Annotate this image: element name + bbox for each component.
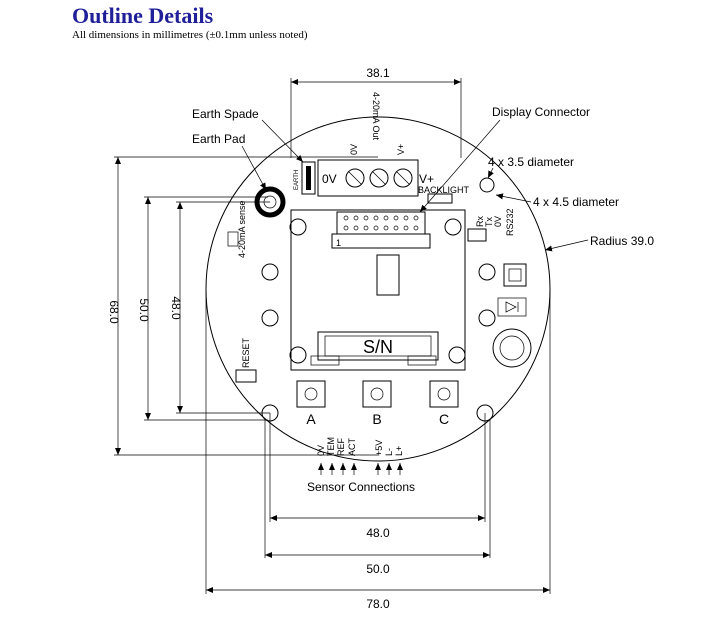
mounting-hole-lr (478, 309, 496, 327)
sn-label-bar: S/N (310, 331, 439, 366)
rs232-pin-0v: 0V (493, 216, 503, 227)
backlight-connector (427, 193, 453, 204)
button-b-label: B (372, 411, 381, 427)
dimension-label-68: 68.0 (107, 300, 121, 324)
earth-spade: EARTH (294, 161, 316, 195)
connector-pin1-label: 1 (336, 238, 341, 248)
sense-connector (227, 231, 239, 247)
sn-label: S/N (363, 337, 393, 357)
mounting-hole-tr (444, 218, 462, 236)
dimension-50-vertical: 50.0 (137, 196, 268, 421)
rs232-pin-tx: Tx (484, 217, 494, 227)
dimension-label-78: 78.0 (366, 597, 390, 611)
reset-label: RESET (241, 337, 251, 368)
dimension-78: 78.0 (205, 289, 551, 611)
dimension-50-horizontal: 50.0 (264, 420, 491, 576)
terminal-0v-label: 0V (322, 172, 337, 186)
terminal-screw-3 (393, 168, 413, 188)
dimension-48-horizontal: 48.0 (269, 413, 486, 540)
callout-radius: Radius 39.0 (590, 234, 654, 248)
mounting-hole-tl (289, 218, 307, 236)
backlight-label: BACKLIGHT (418, 185, 470, 195)
button-a-footprint: A (296, 380, 326, 427)
output-label: 4-20mA Out (371, 92, 381, 141)
terminal-vplus-top: V+ (396, 144, 406, 155)
rs232-pin-rx: Rx (475, 216, 485, 227)
reset-button (235, 369, 257, 383)
sensor-pin-lplus: L+ (394, 446, 404, 456)
callout-hole-35: 4 x 3.5 diameter (488, 155, 574, 169)
sensor-pin-tem: TEM (326, 437, 336, 456)
button-a-label: A (306, 411, 316, 427)
dimension-68: 68.0 (107, 156, 378, 456)
mounting-hole-mr (478, 263, 496, 281)
dimension-label-top: 38.1 (366, 66, 390, 80)
corner-hole-top-right (479, 177, 495, 193)
earth-label: EARTH (294, 170, 300, 190)
terminal-0v-top: 0V (349, 144, 359, 155)
dimension-label-48v: 48.0 (169, 296, 183, 320)
sensor-pin-ref: REF (336, 437, 346, 456)
rs232-label: RS232 (505, 208, 515, 236)
sensor-pin-0v: 0V (316, 445, 326, 456)
mounting-hole-bl (289, 346, 307, 364)
terminal-screw-1 (345, 168, 365, 188)
sensor-pin-5v: +5V (374, 440, 384, 456)
crystal-component (503, 263, 527, 287)
ic-chip (376, 254, 400, 296)
buzzer (492, 328, 532, 368)
page-subtitle: All dimensions in millimetres (±0.1mm un… (72, 29, 308, 41)
mounting-hole-br (448, 346, 466, 364)
display-connector: 1 (331, 211, 431, 249)
mounting-hole-ml (261, 263, 279, 281)
sensor-pin-lminus: L- (384, 448, 394, 456)
callout-hole-45: 4 x 4.5 diameter (533, 195, 619, 209)
terminal-block: 4-20mA Out 0V V+ 0V V+ (317, 92, 434, 197)
callout-earth-spade: Earth Spade (192, 107, 259, 121)
button-c-footprint: C (429, 380, 459, 427)
sensor-arrows (318, 463, 403, 475)
terminal-screw-2 (369, 168, 389, 188)
sense-label: 4-20mA sense (237, 200, 247, 258)
sensor-pin-act: ACT (347, 437, 357, 456)
dimension-48-vertical: 48.0 (169, 201, 270, 414)
sensor-connections-label: Sensor Connections (307, 480, 415, 494)
callout-earth-pad: Earth Pad (192, 132, 245, 146)
diode-symbol (497, 297, 527, 317)
button-b-footprint: B (362, 380, 392, 427)
dimension-label-50h: 50.0 (366, 562, 390, 576)
rs232-connector: RS232 Rx Tx 0V (467, 208, 515, 242)
dimension-38-1: 38.1 (290, 66, 462, 158)
dimension-label-48h: 48.0 (366, 526, 390, 540)
dimension-label-50v: 50.0 (137, 298, 151, 322)
sensor-pin-labels: 0V TEM REF ACT +5V L- L+ (316, 437, 404, 456)
terminal-vplus-label: V+ (419, 172, 434, 186)
callout-display-connector: Display Connector (492, 105, 590, 119)
page-title: Outline Details (72, 3, 214, 28)
inner-component-area (290, 209, 466, 371)
button-c-label: C (439, 411, 449, 427)
mounting-hole-ll (261, 309, 279, 327)
